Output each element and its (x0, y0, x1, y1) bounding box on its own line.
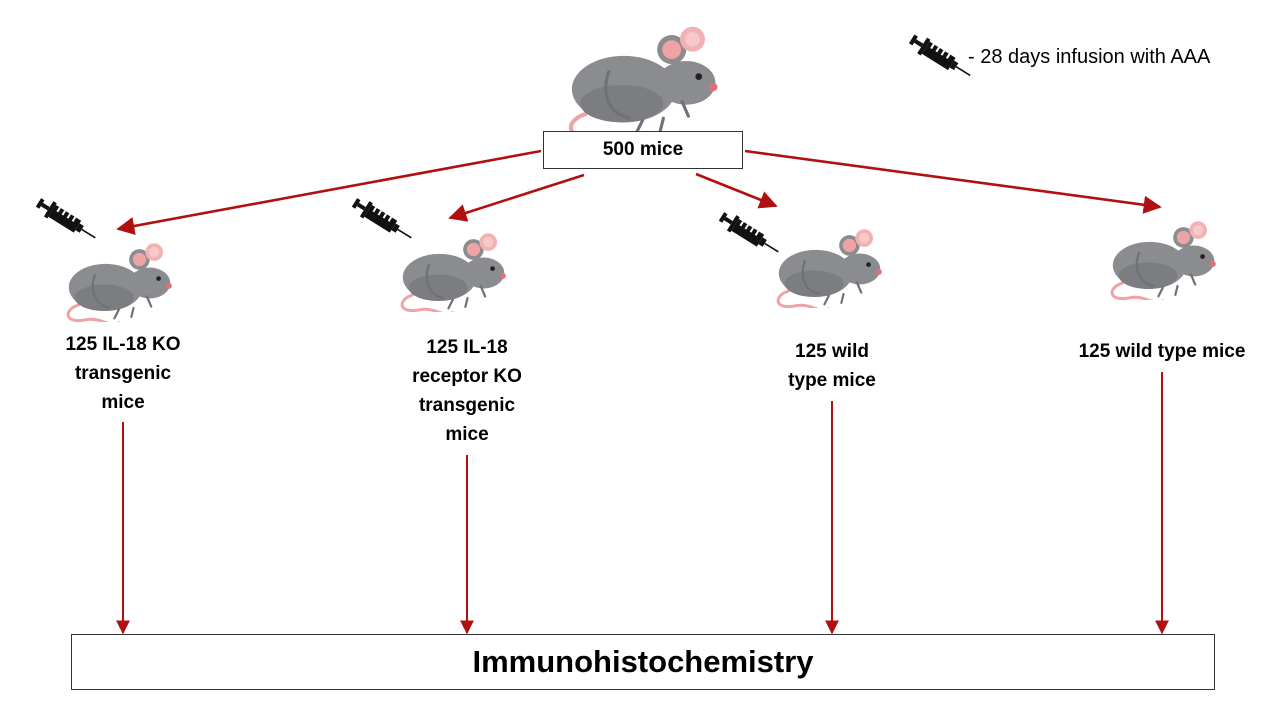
group-1-label: 125 IL-18 KO transgenic mice (23, 330, 223, 417)
group-3-syringe-icon (715, 208, 784, 258)
arrow-root-to-group-3 (695, 172, 778, 209)
group-2-mouse-image (400, 231, 508, 312)
syringe-icon (905, 30, 976, 82)
group-1-syringe-icon (32, 194, 101, 244)
outcome-box: Immunohistochemistry (71, 634, 1215, 690)
group-1-label-line: mice (101, 392, 145, 413)
arrow-root-to-group-4 (744, 149, 1162, 214)
group-3-label: 125 wild type mice (732, 337, 932, 395)
group-4-label: 125 wild type mice (1052, 337, 1272, 366)
group-2-label-line: 125 IL-18 (426, 337, 508, 358)
group-1-label-line: 125 IL-18 KO (65, 334, 181, 355)
group-3-label-line: type mice (788, 370, 876, 391)
root-mouse-image (571, 27, 718, 141)
group-2-label-line: receptor KO (412, 366, 522, 387)
group-4-mouse-image (1110, 219, 1218, 300)
group-2-syringe-icon (348, 194, 417, 244)
arrow-root-to-group-1 (116, 149, 542, 235)
root-label: 500 mice (602, 139, 684, 160)
group-4-label-line: 125 wild type mice (1078, 341, 1246, 362)
root-box: 500 mice (543, 131, 743, 169)
group-3-label-line: 125 wild (795, 341, 869, 362)
outcome-label: Immunohistochemistry (472, 644, 814, 679)
group-3-mouse-image (776, 227, 884, 308)
group-2-label-line: mice (445, 424, 489, 445)
group-1-label-line: transgenic (74, 363, 172, 384)
group-2-label: 125 IL-18 receptor KO transgenic mice (367, 333, 567, 449)
group-1-mouse-image (66, 241, 174, 322)
group-2-label-line: transgenic (418, 395, 516, 416)
arrow-root-to-group-2 (448, 173, 585, 222)
legend-text: - 28 days infusion with AAA (968, 46, 1211, 68)
